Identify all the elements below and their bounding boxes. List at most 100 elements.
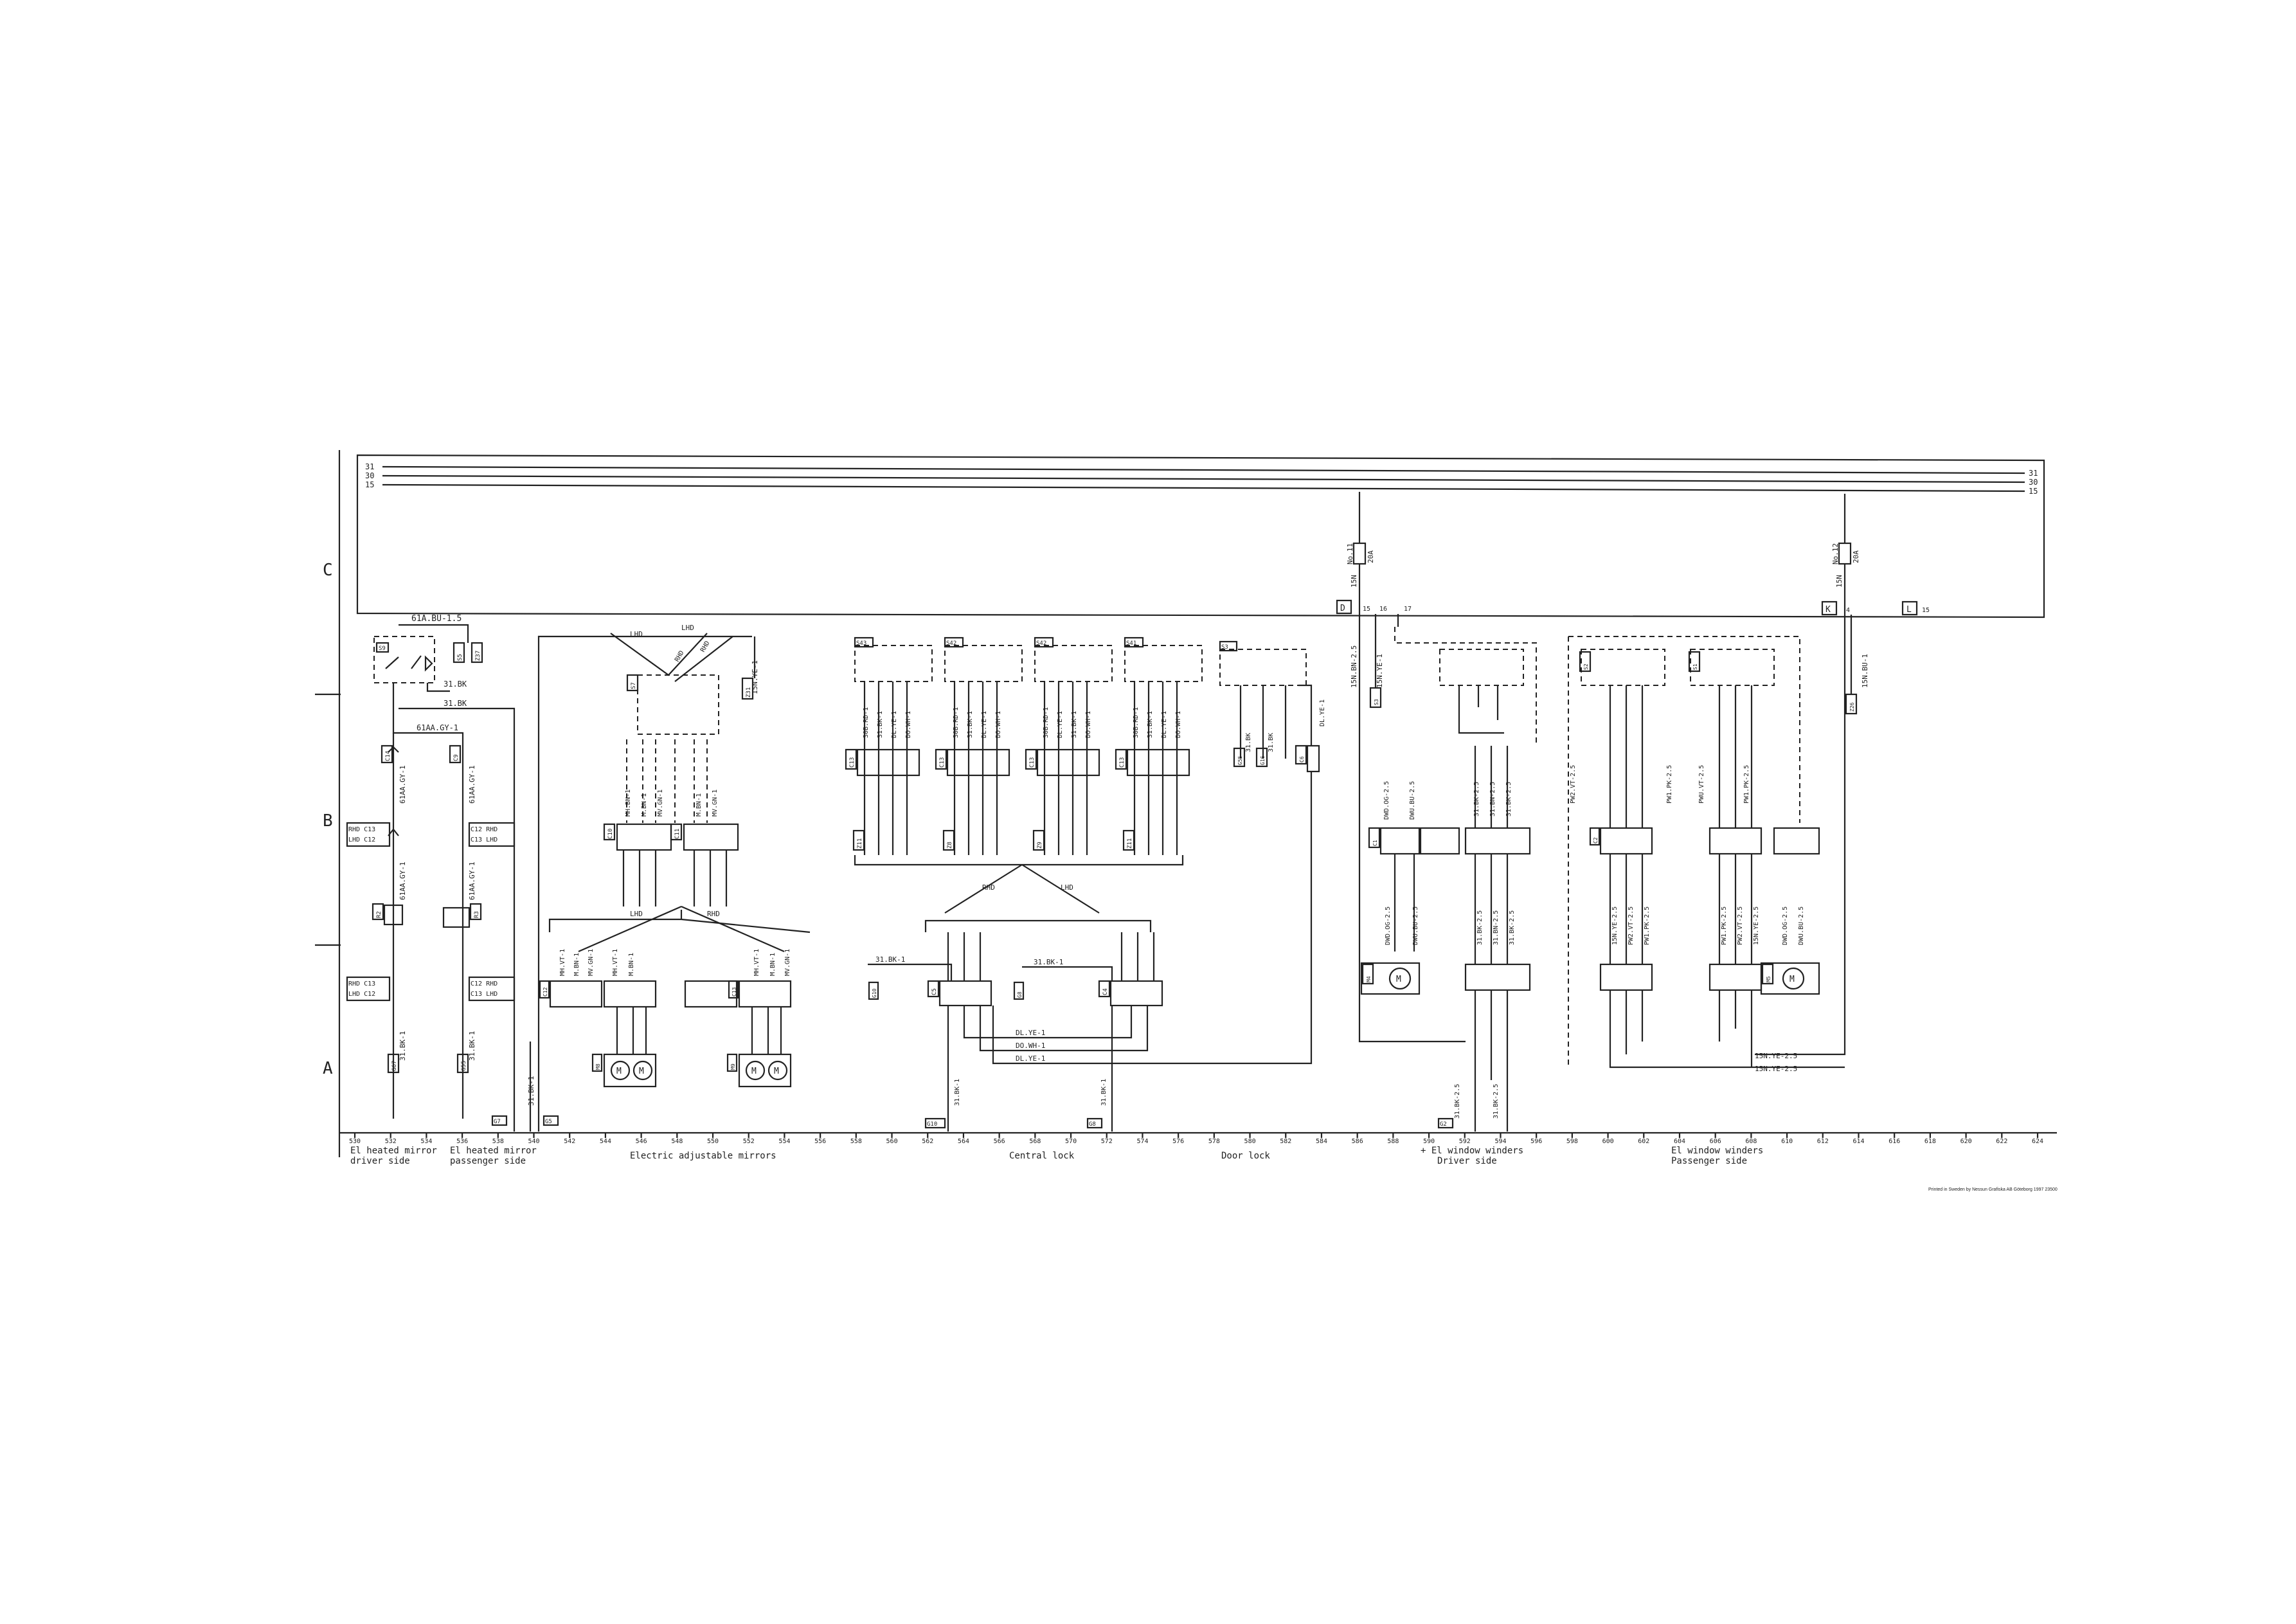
wp-wire-15n-b: 15N.YE-2.5 (1753, 907, 1760, 945)
heated-mirror-gnd-2: 31.BK (444, 699, 467, 708)
cl-g3-w2: DL.YE-1 (1057, 711, 1064, 738)
rail-label-right-31: 31 (2029, 469, 2038, 478)
axis-tick-label: 540 (528, 1138, 540, 1145)
cl-lhd: LHD (1061, 883, 1073, 892)
heated-mirror-s5: S5 (457, 654, 463, 661)
elec-mirrors-lhd-3: LHD (630, 910, 643, 918)
fuse-11-name: No.11 (1346, 543, 1354, 564)
axis-tick-label: 566 (994, 1138, 1005, 1145)
elec-mirrors-m8: M8 (595, 1063, 601, 1070)
terminal-number-4: 4 (1846, 607, 1850, 614)
caption-door-lock: Door lock (1221, 1151, 1270, 1161)
wp-switch-1 (1581, 649, 1665, 686)
wp-wire-dwd: DWD.OG-2.5 (1782, 907, 1789, 945)
elec-mirrors-lower-wire-3: MV.GN-1 (587, 949, 595, 976)
axis-tick-label: 606 (1710, 1138, 1721, 1145)
elec-mirrors-lower-wire-6: MH.VT-1 (753, 949, 760, 976)
cl-g1-w2: 31.BK-1 (877, 711, 884, 738)
axis-tick-label: 580 (1244, 1138, 1256, 1145)
cl-g1-w1: 30B.RD-1 (863, 707, 870, 738)
heated-mirror-c14: C14 (385, 751, 391, 761)
heated-mirror-c9: C9 (453, 754, 460, 761)
caption-central-lock: Central lock (1009, 1151, 1075, 1161)
axis-tick-label: 538 (492, 1138, 504, 1145)
elec-mirrors-rhd: RHD (674, 649, 686, 663)
elec-mirrors-motor-symbol-3: M (751, 1067, 757, 1076)
heated-mirror-left-conn-2: LHD C12 (348, 836, 375, 844)
heated-mirror-right-wire-2: 61AA.GY-1 (468, 862, 476, 900)
cl-conn-4: C13 (1119, 757, 1126, 768)
cl-g38: G10 (872, 988, 877, 998)
heated-mirror-right-conn-3: C12 RHD (471, 980, 498, 988)
cl-g1-w3: DL.YE-1 (891, 711, 898, 738)
elec-mirrors-wire-5: MV.GN-1 (712, 789, 719, 817)
cl-lower-wire-1: DL.YE-1 (1016, 1029, 1045, 1037)
axis-tick-label: 598 (1566, 1138, 1578, 1145)
wd-wire-dwu: DWU.BU-2.5 (1409, 781, 1416, 820)
caption-heated-driver-2: driver side (350, 1156, 410, 1166)
caption-window-pass-1: El window winders (1671, 1146, 1763, 1156)
central-lock-switch-2 (944, 645, 1023, 682)
door-lock-switch (1219, 649, 1307, 686)
heated-mirror-left-conn-4: LHD C12 (348, 991, 375, 998)
heated-mirror-g55: G55 (461, 1061, 467, 1071)
cl-conn-3: C13 (1029, 757, 1036, 768)
heated-mirror-right-conn-1: C12 RHD (471, 826, 498, 833)
axis-tick-label: 616 (1888, 1138, 1900, 1145)
caption-heated-driver-1: El heated mirror (350, 1146, 437, 1156)
elec-mirrors-lhd: LHD (630, 630, 643, 638)
axis-tick-label: 586 (1352, 1138, 1363, 1145)
heated-mirror-gnd-drop: 31.BK-1 (527, 1076, 535, 1106)
axis-tick-label: 556 (814, 1138, 826, 1145)
elec-mirrors-motor-symbol-2: M (639, 1067, 644, 1076)
cl-lower-wire-2: DO.WH-1 (1016, 1042, 1045, 1050)
central-lock-s42b: S42 (1036, 640, 1046, 647)
central-lock-section: S43 S42 S42 S41 30B.RD-1 31.BK-1 DL.YE-1… (845, 636, 1313, 1132)
wp-motor-symbol: M (1789, 975, 1795, 984)
caption-heated-pass-2: passenger side (450, 1156, 526, 1166)
elec-mirrors-conn-c11: C11 (674, 829, 681, 839)
elec-mirrors-switch-id: Z31 (746, 687, 752, 698)
axis-tick-label: 592 (1459, 1138, 1471, 1145)
terminal-d: D (1340, 604, 1345, 613)
cl-gnd-wire-2: 31.BK-1 (1034, 958, 1063, 966)
row-label-a: A (323, 1059, 333, 1078)
axis-tick-label: 570 (1065, 1138, 1077, 1145)
heated-mirror-wire-a: 61AA.GY-1 (417, 723, 458, 732)
axis-tick-label: 542 (564, 1138, 575, 1145)
axis-tick-label: 594 (1494, 1138, 1506, 1145)
cl-g32: G8 (1017, 991, 1023, 998)
axis-tick-label: 618 (1924, 1138, 1936, 1145)
wp-z26: Z26 (1849, 702, 1855, 712)
heated-mirror-section: 61A.BU-1.5 S9 S5 Z37 31.BK 31.BK 61AA.GY… (346, 614, 559, 1132)
power-rails: 31 30 15 31 30 15 (365, 462, 2038, 496)
axis-tick-label: 576 (1172, 1138, 1184, 1145)
cl-g10: G10 (927, 1121, 937, 1128)
elec-mirrors-conn-c13: C13 (731, 987, 737, 997)
door-lock-g55: G55 (1237, 755, 1243, 765)
wd-wire-bn-2: 31.BN-2.5 (1493, 910, 1500, 945)
elec-mirrors-motor-symbol-1: M (616, 1067, 622, 1076)
row-label-b: B (323, 811, 333, 831)
heated-mirror-g5: G5 (545, 1119, 552, 1125)
elec-mirrors-motor-right-2 (767, 1060, 788, 1081)
wp-wire-pw1: PW1.PK-2.5 (1666, 765, 1673, 804)
axis-tick-label: 588 (1387, 1138, 1399, 1145)
elec-mirrors-wire-1: MH.BN-1 (625, 789, 632, 817)
cl-conn-1: C13 (849, 757, 856, 768)
cl-id-4: Z11 (1127, 838, 1133, 849)
wd-wire-gnd-1: 31.BK-2.5 (1473, 782, 1480, 817)
elec-mirrors-lower-wire-2: M.BN-1 (573, 953, 580, 976)
elec-mirrors-switch (637, 674, 719, 735)
elec-mirrors-wire-2: M.BN-1 (641, 793, 648, 817)
central-lock-switch-4 (1124, 645, 1203, 682)
axis-tick-label: 560 (886, 1138, 898, 1145)
cl-conn-2: C13 (939, 757, 946, 768)
door-lock-s3: S3 (1221, 644, 1228, 651)
wd-m4: M4 (1366, 976, 1372, 982)
axis-tick-label: 536 (456, 1138, 468, 1145)
wd-g2: G2 (1440, 1121, 1447, 1128)
axis-tick-label: 558 (850, 1138, 862, 1145)
window-driver-section: 15N.BN-2.5 15N.YE-1 S3 DWD.OG-2.5 DWU.BU… (1350, 615, 1537, 1132)
